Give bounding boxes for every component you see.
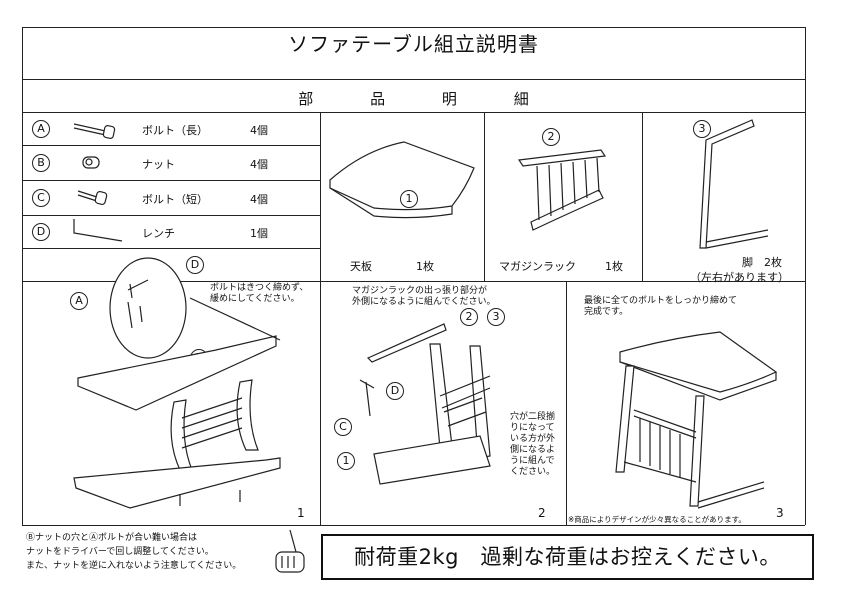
leg-drawing [699, 119, 769, 249]
mark-a: A [32, 120, 50, 138]
short-bolt-icon [77, 190, 108, 206]
step2-side-note-3: いる方が外 [510, 434, 556, 444]
hardware-qty-d: 1個 [250, 227, 268, 240]
parts-header-char-3: 明 [441, 90, 457, 108]
tabletop-drawing [329, 141, 475, 219]
footer-note-line2: ナットをドライバーで回し調整してください。 [26, 547, 214, 557]
part-3-note: （左右があります） [690, 271, 789, 284]
part-3-qty: 2枚 [764, 256, 782, 269]
parts-header-char-2: 品 [370, 90, 386, 108]
part-3-number: 3 [693, 120, 711, 138]
load-warning-box: 耐荷重2kg 過剰な荷重はお控えください。 [321, 534, 814, 580]
step1-drawing [73, 257, 281, 509]
frame-top [22, 27, 805, 28]
nut-adjust-icon [275, 529, 305, 573]
frame-title-bottom [22, 79, 805, 80]
wrench-icon [73, 219, 123, 242]
frame-parts-bottom [22, 281, 805, 282]
hardware-name-b: ナット [142, 158, 175, 171]
nut-icon [82, 156, 100, 169]
step2-note-line1: マガジンラックの出っ張り部分が [352, 286, 488, 296]
hardware-row-2 [22, 180, 320, 181]
frame-left [22, 27, 23, 525]
step2-side-note-4: 側になるよ [510, 445, 556, 455]
step3-assembled-table-drawing [615, 331, 778, 509]
step1-number: 1 [297, 506, 305, 520]
footer-note-line1: Ⓑナットの穴とⒶボルトが合い難い場合は [26, 533, 198, 543]
step3-note-line1: 最後に全てのボルトをしっかり締めて [584, 296, 738, 306]
part-2-qty: 1枚 [605, 260, 623, 273]
hardware-item-d: D レンチ 1個 [32, 219, 312, 242]
step2-note-line2: 外側になるように組んでください。 [352, 297, 496, 307]
step2-drawing [359, 323, 491, 485]
parts-header-char-1: 部 [298, 90, 314, 108]
hardware-item-a: A ボルト（長） 4個 [32, 120, 312, 139]
step2-number: 2 [538, 506, 546, 520]
mark-b: B [32, 154, 50, 172]
hardware-row-3 [22, 215, 320, 216]
page-title: ソファテーブル組立説明書 [288, 32, 539, 56]
step2-side-note-1: 穴が二段揃 [510, 412, 556, 422]
parts-header-char-4: 細 [513, 90, 529, 108]
mark-c: C [32, 189, 50, 207]
frame-right [805, 27, 806, 525]
frame-part2-divider [484, 112, 485, 281]
step2-label-1: 1 [337, 452, 355, 470]
frame-part3-divider [642, 112, 643, 281]
hardware-item-c: C ボルト（短） 4個 [32, 189, 312, 207]
step2-label-2: 2 [460, 308, 478, 326]
step1-note-line2: 緩めにしてください。 [210, 294, 300, 304]
step2-label-d: D [386, 382, 404, 400]
hardware-qty-a: 4個 [250, 124, 268, 137]
frame-header-bottom [22, 112, 805, 113]
hardware-item-b: B ナット 4個 [32, 154, 312, 172]
part-2-number: 2 [542, 128, 560, 146]
frame-steps-bottom [22, 525, 805, 526]
step2-side-note-5: うに組んで [510, 456, 555, 466]
part-1-number: 1 [400, 190, 418, 208]
hardware-name-d: レンチ [142, 227, 175, 240]
parts-list-header: 部 品 明 細 [22, 88, 805, 109]
step1-label-a: A [70, 292, 88, 310]
step2-side-note-6: ください。 [510, 467, 556, 477]
magazine-rack-drawing [517, 149, 607, 231]
hardware-row-1 [22, 145, 320, 146]
frame-step3-divider [566, 281, 567, 525]
frame-parts-divider [320, 112, 321, 525]
mark-d: D [32, 223, 50, 241]
part-1-name: 天板 [350, 260, 372, 273]
step2-label-c: C [334, 418, 352, 436]
hardware-name-a: ボルト（長） [142, 124, 208, 137]
part-2-name: マガジンラック [499, 260, 576, 273]
footer-note-line3: また、ナットを逆に入れないよう注意してください。 [26, 561, 242, 571]
hardware-qty-c: 4個 [250, 193, 268, 206]
part-3-name: 脚 [742, 256, 753, 269]
step3-number: 3 [776, 506, 784, 520]
hardware-row-4 [22, 248, 320, 249]
step2-side-note-2: りになって [510, 423, 555, 433]
step1-note-line1: ボルトはきつく締めず、 [210, 283, 309, 293]
long-bolt-icon [73, 123, 116, 139]
step1-label-d: D [186, 256, 204, 274]
part-1-qty: 1枚 [416, 260, 434, 273]
step2-label-3: 3 [487, 308, 505, 326]
hardware-name-c: ボルト（短） [142, 193, 208, 206]
hardware-qty-b: 4個 [250, 158, 268, 171]
step3-footnote: ※商品によりデザインが少々異なることがあります。 [568, 515, 746, 524]
step3-note-line2: 完成です。 [584, 307, 629, 317]
